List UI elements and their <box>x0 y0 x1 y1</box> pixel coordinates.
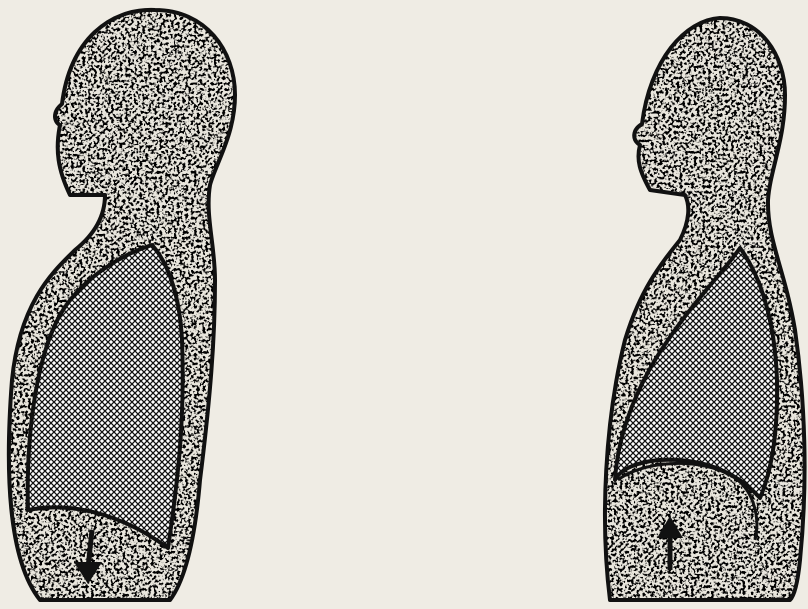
left-figure <box>0 0 400 609</box>
right-figure <box>400 0 808 609</box>
left-body-speckle <box>0 0 400 609</box>
